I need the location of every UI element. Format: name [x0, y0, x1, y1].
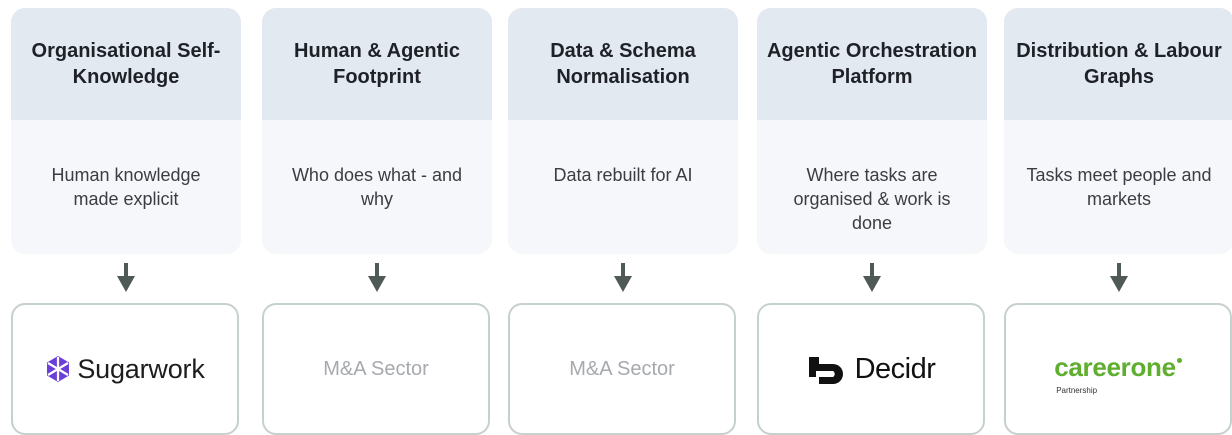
stage-card-header: Agentic Orchestration Platform: [757, 8, 987, 120]
down-arrow-icon: [117, 263, 135, 292]
down-arrow-icon: [1110, 263, 1128, 292]
stage-title: Agentic Orchestration Platform: [766, 40, 978, 88]
careerone-dot-icon: [1176, 357, 1182, 363]
stage-description: Where tasks are organised & work is done: [793, 165, 951, 233]
down-arrow-icon: [863, 263, 881, 292]
stage-title: Distribution & Labour Graphs: [1016, 40, 1222, 88]
decidr-logo-icon: [808, 357, 843, 384]
stage-title: Data & Schema Normalisation: [550, 40, 696, 88]
stage-card-body: Where tasks are organised & work is done: [757, 120, 987, 235]
stage-card-body: Who does what - and why: [262, 120, 492, 211]
stage-card-body: Data rebuilt for AI: [508, 120, 738, 187]
sector-placeholder-text: M&A Sector: [569, 357, 675, 380]
stage-card-body: Tasks meet people and markets: [1004, 120, 1232, 211]
stage-card: Organisational Self-Knowledge Human know…: [11, 8, 241, 254]
partner-logo-box: Sugarwork: [11, 303, 239, 435]
partner-logo-box: M&A Sector: [508, 303, 736, 435]
down-arrow-icon: [614, 263, 632, 292]
careerone-logo: careerone Partnership: [1054, 352, 1182, 395]
stage-description: Tasks meet people and markets: [1026, 165, 1212, 209]
sector-placeholder-text: M&A Sector: [323, 357, 429, 380]
decidr-wordmark: Decidr: [854, 352, 936, 385]
partner-logo-box: M&A Sector: [262, 303, 490, 435]
sugarwork-logo-icon: [47, 356, 70, 382]
stage-description: Human knowledge made explicit: [51, 165, 201, 209]
stage-card-header: Data & Schema Normalisation: [508, 8, 738, 120]
down-arrow-icon: [368, 263, 386, 292]
stage-card: Agentic Orchestration Platform Where tas…: [757, 8, 987, 254]
stage-card: Data & Schema Normalisation Data rebuilt…: [508, 8, 738, 254]
partner-logo-box: Decidr: [757, 303, 985, 435]
stage-card-header: Human & Agentic Footprint: [262, 8, 492, 120]
sugarwork-wordmark: Sugarwork: [77, 353, 205, 384]
stage-card-body: Human knowledge made explicit: [11, 120, 241, 211]
stage-title: Human & Agentic Footprint: [294, 40, 460, 88]
column-data-schema-normalisation: Data & Schema Normalisation Data rebuilt…: [508, 0, 738, 435]
stage-card: Human & Agentic Footprint Who does what …: [262, 8, 492, 254]
stage-card-header: Organisational Self-Knowledge: [11, 8, 241, 120]
careerone-wordmark: careerone: [1054, 351, 1176, 382]
column-agentic-orchestration-platform: Agentic Orchestration Platform Where tas…: [757, 0, 987, 435]
column-distribution-labour-graphs: Distribution & Labour Graphs Tasks meet …: [1004, 0, 1232, 435]
column-organisational-self-knowledge: Organisational Self-Knowledge Human know…: [11, 0, 241, 435]
careerone-partnership-label: Partnership: [1056, 385, 1098, 395]
stage-card: Distribution & Labour Graphs Tasks meet …: [1004, 8, 1232, 254]
partner-logo-box: careerone Partnership: [1004, 303, 1232, 435]
sugarwork-logo: Sugarwork: [45, 353, 205, 385]
stage-description: Data rebuilt for AI: [553, 165, 693, 185]
stage-description: Who does what - and why: [291, 165, 463, 209]
column-human-agentic-footprint: Human & Agentic Footprint Who does what …: [262, 0, 492, 435]
stage-card-header: Distribution & Labour Graphs: [1004, 8, 1232, 120]
decidr-logo: Decidr: [807, 353, 936, 386]
stage-title: Organisational Self-Knowledge: [31, 40, 221, 88]
